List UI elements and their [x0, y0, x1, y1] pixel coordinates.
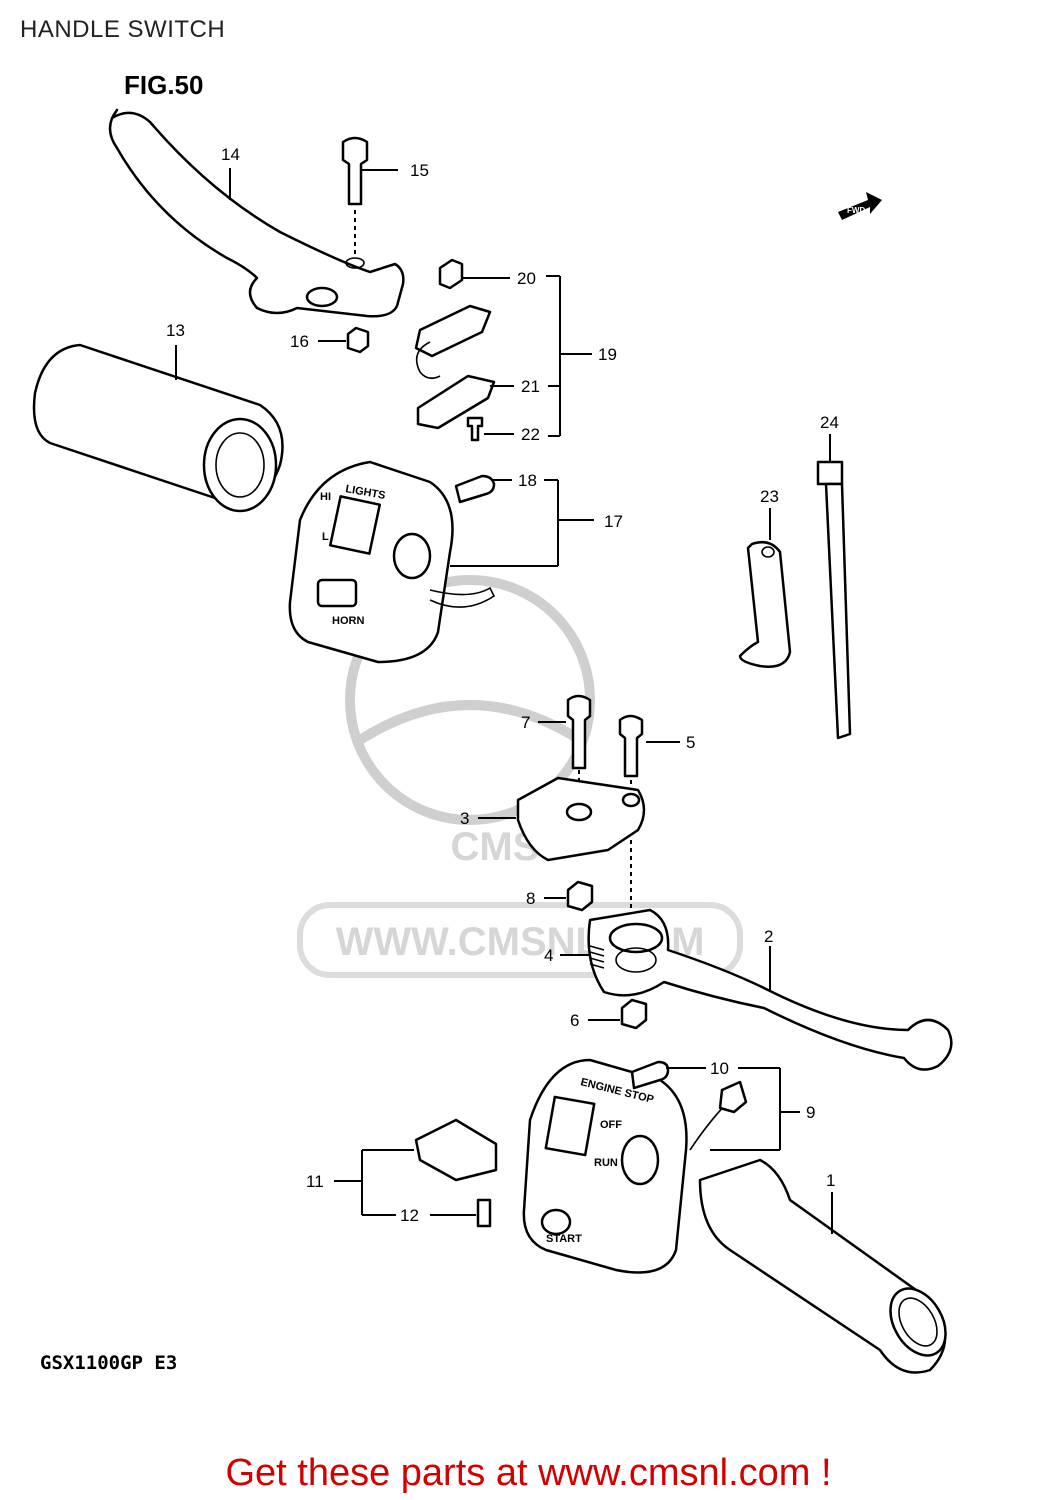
callout-3: 3 — [460, 809, 469, 828]
callout-11: 11 — [306, 1172, 324, 1191]
callout-16: 16 — [290, 332, 309, 351]
callout-18: 18 — [518, 471, 537, 490]
part-8-nut — [566, 880, 594, 912]
fwd-arrow-icon: FWD — [838, 192, 882, 220]
callout-8: 8 — [526, 889, 535, 908]
callout-10: 10 — [710, 1059, 729, 1078]
callout-5: 5 — [686, 733, 695, 752]
callout-24: 24 — [820, 413, 839, 432]
callout-15: 15 — [410, 161, 429, 180]
part-6-nut — [620, 998, 648, 1030]
callout-2: 2 — [764, 927, 773, 946]
part-13-grip — [32, 343, 284, 513]
fwd-label: FWD — [847, 206, 865, 215]
part-22-screw — [466, 416, 484, 442]
callout-14: 14 — [221, 145, 240, 164]
callout-1: 1 — [826, 1171, 835, 1190]
part-11-switch — [414, 1118, 498, 1182]
figure-label: FIG.50 — [124, 70, 204, 100]
part-23-clamp — [738, 541, 792, 668]
part-21-bracket — [416, 374, 496, 430]
page-title: HANDLE SWITCH — [20, 16, 226, 43]
part-16-nut — [346, 326, 370, 354]
model-label: GSX1100GP E3 — [40, 1352, 178, 1374]
part-4-spring — [589, 945, 605, 969]
part-3-holder — [516, 776, 646, 920]
callout-numbers: 14 15 16 13 20 19 21 22 18 17 23 24 7 5 … — [166, 145, 839, 1225]
parts-diagram: CMS WWW.CMSNL.COM FWD — [32, 108, 953, 1374]
part-18-screw — [454, 474, 496, 504]
switch-label-off: OFF — [600, 1119, 622, 1131]
part-12-screw — [476, 1198, 492, 1228]
part-2-lever — [587, 908, 953, 1071]
callout-21: 21 — [521, 377, 540, 396]
part-10-screw — [630, 1060, 670, 1090]
switch-label-horn: HORN — [332, 615, 364, 627]
callout-13: 13 — [166, 321, 185, 340]
part-17-left-switch: LIGHTS HI L HORN — [288, 460, 496, 664]
leader-lines — [175, 168, 833, 1234]
part-9-right-switch: ENGINE STOP OFF RUN START — [522, 1058, 748, 1274]
switch-label-hi: HI — [320, 491, 331, 503]
switch-label-start: START — [546, 1233, 582, 1245]
part-14-lever — [108, 108, 405, 318]
part-20-connector — [438, 258, 464, 290]
switch-label-lo: L — [322, 531, 329, 543]
part-19-switch-assembly — [414, 304, 492, 380]
callout-20: 20 — [517, 269, 536, 288]
callout-7: 7 — [521, 713, 530, 732]
footer-link[interactable]: Get these parts at www.cmsnl.com ! — [225, 1452, 832, 1494]
part-1-throttle-grip — [698, 1158, 947, 1374]
part-15-bolt — [341, 136, 369, 255]
callout-6: 6 — [570, 1011, 579, 1030]
callout-19: 19 — [598, 345, 617, 364]
callout-12: 12 — [400, 1206, 419, 1225]
callout-17: 17 — [604, 512, 623, 531]
callout-9: 9 — [806, 1103, 815, 1122]
switch-label-run: RUN — [594, 1157, 618, 1169]
callout-4: 4 — [544, 946, 553, 965]
part-24-cable-tie — [816, 460, 852, 740]
callout-23: 23 — [760, 487, 779, 506]
callout-22: 22 — [521, 425, 540, 444]
